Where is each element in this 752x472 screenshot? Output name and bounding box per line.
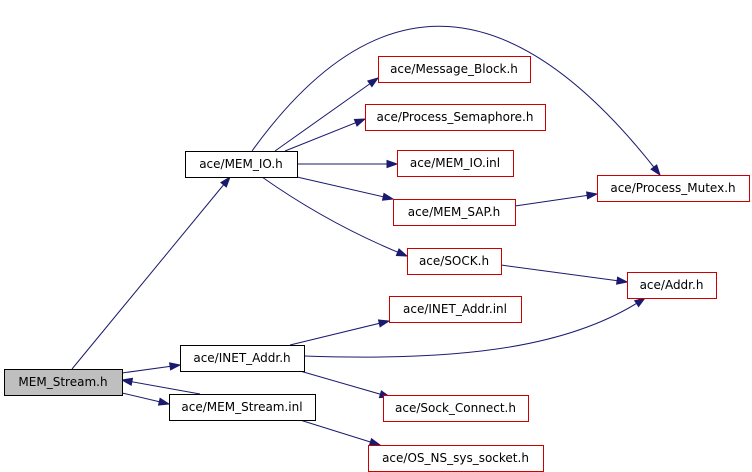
edge-mem_io_h-to-mem_io_inl [297,159,399,169]
edge-line [274,77,379,152]
edge-mem_stream_inl-to-os_ns_sys_socket_h [299,419,382,446]
node-mem-stream-h[interactable]: MEM_Stream.h [4,369,123,396]
edge-inet_addr_h-to-inet_addr_inl [289,319,391,346]
edge-sock_h-to-addr_h [500,264,629,285]
edge-mem_stream_h-to-inet_addr_h [121,362,182,374]
node-box [180,345,305,372]
arrowhead [157,397,171,406]
node-box [397,150,514,177]
node-mem-io-inl[interactable]: ace/MEM_IO.inl [397,150,514,177]
edge-mem_io_h-to-process_mutex_h [251,25,661,177]
edge-line [71,176,231,370]
arrowhead [353,118,367,127]
node-process-mutex-h[interactable]: ace/Process_Mutex.h [597,175,750,202]
arrowhead [169,362,182,371]
node-label: ace/MEM_Stream.inl [181,400,302,414]
edge-line [303,297,646,358]
edge-mem_io_h-to-sock_h [261,176,409,257]
edge-line [296,176,394,200]
arrowhead [120,377,134,386]
node-label: MEM_Stream.h [18,375,107,389]
node-label: ace/SOCK.h [419,254,489,268]
edges-layer [71,25,661,446]
node-label: ace/MEM_IO.h [199,157,283,171]
edge-mem_stream_h-to-mem_stream_inl [121,392,171,406]
arrowhead [586,191,599,200]
arrowhead [368,437,382,446]
edge-line [121,379,201,395]
node-addr-h[interactable]: ace/Addr.h [627,272,717,299]
node-box [383,395,529,422]
edge-mem_sap_h-to-process_mutex_h [514,191,599,207]
node-label: ace/MEM_IO.inl [410,156,500,170]
arrowhead [386,159,399,169]
node-process-semaphore-h[interactable]: ace/Process_Semaphore.h [365,104,546,131]
edge-line [284,118,366,152]
node-mem-io-h[interactable]: ace/MEM_IO.h [185,151,298,178]
node-box [169,394,316,421]
node-label: ace/Message_Block.h [390,62,518,76]
nodes-layer: MEM_Stream.hace/MEM_IO.hace/INET_Addr.ha… [4,56,750,472]
edge-mem_io_h-to-mem_sap_h [296,176,395,201]
node-sock-h[interactable]: ace/SOCK.h [407,248,502,275]
node-inet-addr-h[interactable]: ace/INET_Addr.h [180,345,305,372]
edge-line [500,264,628,283]
edge-mem_stream_inl-to-mem_stream_h [120,377,201,395]
arrowhead [395,248,409,257]
node-mem-sap-h[interactable]: ace/MEM_SAP.h [393,199,516,226]
arrowhead [366,77,380,88]
node-box [389,296,522,323]
node-box [627,272,717,299]
node-os-ns-sys-socket-h[interactable]: ace/OS_NS_sys_socket.h [368,445,544,472]
node-box [378,56,531,83]
node-sock-connect-h[interactable]: ace/Sock_Connect.h [383,395,529,422]
arrowhead [220,175,231,188]
node-box [368,445,544,472]
arrowhead [616,276,629,285]
node-label: ace/INET_Addr.h [193,351,290,365]
node-mem-stream-inl[interactable]: ace/MEM_Stream.inl [169,394,316,421]
edge-inet_addr_h-to-sock_connect_h [299,370,392,399]
node-inet-addr-inl[interactable]: ace/INET_Addr.inl [389,296,522,323]
node-box [4,369,123,396]
node-label: ace/Process_Mutex.h [610,181,735,195]
node-label: ace/INET_Addr.inl [403,302,507,316]
edge-line [299,419,381,446]
node-box [597,175,750,202]
node-box [365,104,546,131]
edge-line [289,320,390,346]
arrowhead [650,164,661,177]
arrowhead [377,319,391,328]
arrowhead [633,297,647,308]
edge-mem_stream_h-to-mem_io_h [71,175,231,370]
edge-mem_io_h-to-process_semaphore_h [284,118,367,152]
node-message-block-h[interactable]: ace/Message_Block.h [378,56,531,83]
node-label: ace/Process_Semaphore.h [377,110,534,124]
edge-inet_addr_h-to-addr_h [303,297,647,358]
edge-line [299,370,391,398]
arrowhead [381,192,395,201]
node-box [393,199,516,226]
edge-line [261,176,408,257]
edge-mem_io_h-to-message_block_h [274,77,380,152]
edge-line [514,193,598,207]
node-label: ace/MEM_SAP.h [408,205,501,219]
node-label: ace/Addr.h [640,278,704,292]
node-box [407,248,502,275]
node-label: ace/Sock_Connect.h [395,401,516,415]
edge-line [251,25,661,176]
node-label: ace/OS_NS_sys_socket.h [382,451,529,465]
node-box [185,151,298,178]
